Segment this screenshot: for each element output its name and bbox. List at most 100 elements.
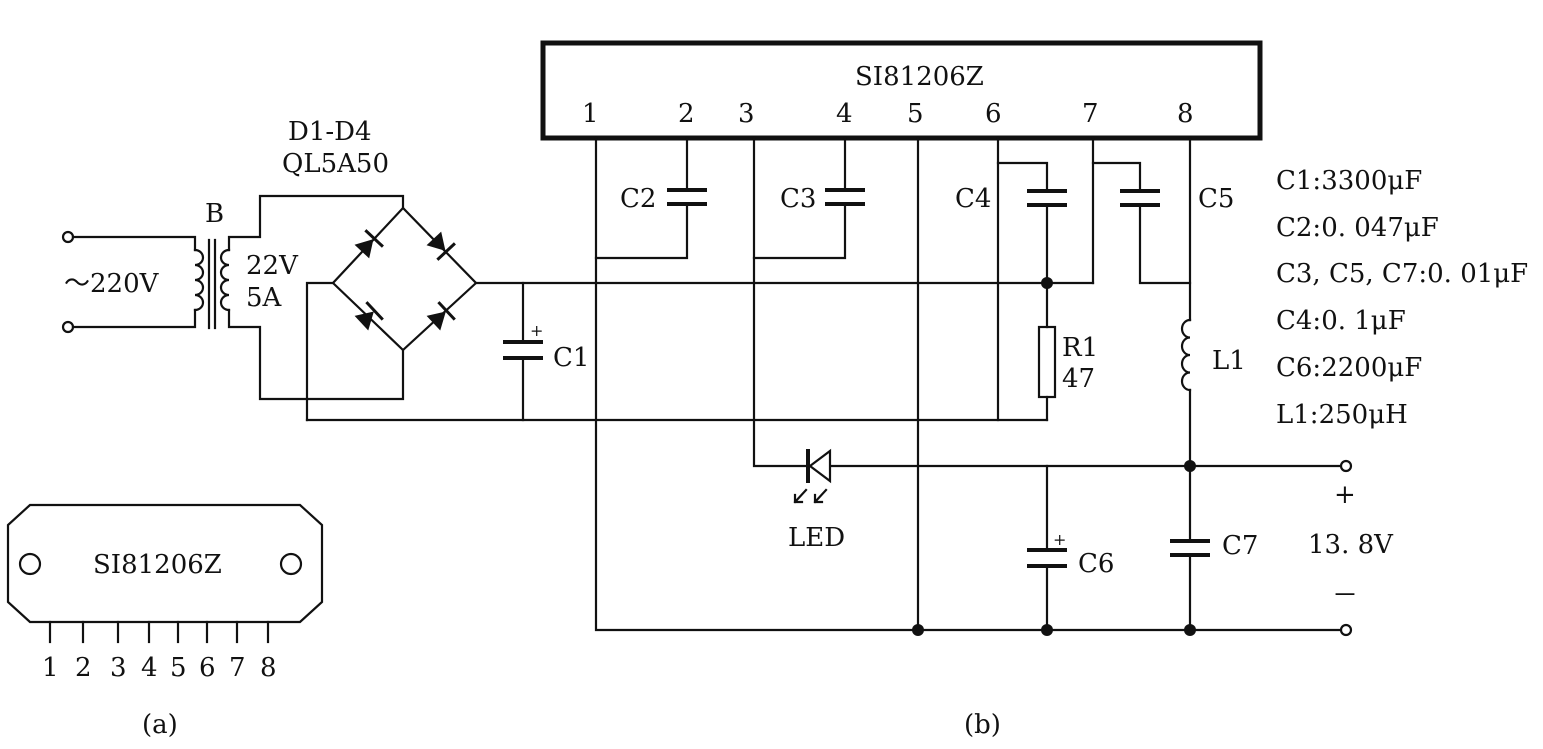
bridge-label: D1-D4 <box>288 117 372 147</box>
ic-name: SI81206Z <box>855 62 984 92</box>
output-plus: + <box>1334 480 1356 510</box>
r1-name: R1 <box>1062 333 1098 363</box>
package-pin-7: 7 <box>229 653 246 683</box>
package-mount-hole-right <box>279 552 303 576</box>
pin1-ground-line <box>594 136 1192 632</box>
r1-value: 47 <box>1062 364 1095 394</box>
secondary-voltage-label: 22V <box>246 251 299 281</box>
component-specs: C1:3300μF C2:0. 047μF C3, C5, C7:0. 01μF… <box>1276 166 1528 430</box>
ic-pin-5: 5 <box>907 99 924 129</box>
package-body <box>6 503 324 624</box>
package-leads <box>48 620 270 644</box>
ic-pin-6: 6 <box>985 99 1002 129</box>
input-terminal-top <box>61 230 75 244</box>
package-pin-8: 8 <box>260 653 277 683</box>
capacitor-c1: + <box>503 321 543 360</box>
package-pin-4: 4 <box>141 653 158 683</box>
bridge-negative-wire <box>305 281 335 422</box>
package-pin-6: 6 <box>199 653 216 683</box>
primary-voltage-label: ～220V <box>64 269 160 299</box>
l1-coil <box>1180 318 1192 392</box>
l1-label: L1 <box>1212 346 1246 376</box>
package-outline: SI81206Z 1 2 3 4 5 6 7 8 <box>6 503 324 683</box>
transformer-label: B <box>205 199 224 229</box>
package-pin-3: 3 <box>110 653 127 683</box>
ic-pin-1: 1 <box>582 99 599 129</box>
output-terminals: + 13. 8V － <box>1308 459 1394 637</box>
c5-label: C5 <box>1198 184 1234 214</box>
bridge-rectifier: D1-D4 QL5A50 <box>282 117 478 422</box>
output-voltage: 13. 8V <box>1308 530 1394 560</box>
pin6-to-c4 <box>996 161 1049 192</box>
output-terminal-negative <box>1339 623 1353 637</box>
inductor-l1: L1 <box>1180 318 1246 392</box>
input-terminal-bottom <box>61 320 75 334</box>
ic-pin-4: 4 <box>836 99 853 129</box>
output-minus: － <box>1332 581 1358 611</box>
c3-label: C3 <box>780 184 816 214</box>
ic-pin-8: 8 <box>1177 99 1194 129</box>
led-label: LED <box>788 523 845 553</box>
ic-pin-3: 3 <box>738 99 755 129</box>
capacitor-c5 <box>1120 189 1160 207</box>
junction-output-positive <box>1184 460 1196 472</box>
led: LED <box>788 448 845 553</box>
c1-label: C1 <box>553 343 589 373</box>
c1-plus: + <box>530 321 543 340</box>
package-mount-hole-left <box>18 552 42 576</box>
caption-a: (a) <box>142 710 178 740</box>
capacitor-c2 <box>667 188 707 206</box>
diode-d1 <box>354 229 384 259</box>
c6-plus: + <box>1053 530 1066 549</box>
output-terminal-positive <box>1339 459 1353 473</box>
diode-d3 <box>354 301 384 331</box>
c3-to-pin3 <box>752 202 847 260</box>
capacitor-c3 <box>825 188 865 206</box>
primary-coil <box>193 248 205 312</box>
ic-pin-7: 7 <box>1082 99 1099 129</box>
junction-c7-ground <box>1184 624 1196 636</box>
secondary-coil <box>219 248 231 312</box>
transformer: B ～220V 22V 5A <box>61 194 405 401</box>
ic-pin-2: 2 <box>678 99 695 129</box>
secondary-current-label: 5A <box>246 283 283 313</box>
led-triangle <box>808 448 832 484</box>
c7-label: C7 <box>1222 531 1258 561</box>
primary-wire-bottom <box>71 308 197 329</box>
spec-c6: C6:2200μF <box>1276 353 1422 383</box>
spec-c4: C4:0. 1μF <box>1276 306 1406 336</box>
capacitor-c7 <box>1170 539 1210 557</box>
pin3-to-led <box>752 136 808 468</box>
c2-label: C2 <box>620 184 656 214</box>
c2-to-pin1 <box>594 202 689 260</box>
diode-d4 <box>426 301 456 331</box>
spec-l1: L1:250μH <box>1276 400 1408 430</box>
diode-d2 <box>426 231 456 261</box>
c5-to-pin8 <box>1138 203 1192 285</box>
capacitor-c6: + <box>1027 530 1067 568</box>
bridge-part: QL5A50 <box>282 149 389 179</box>
main-wiring <box>305 136 1342 632</box>
junctions <box>912 277 1196 636</box>
junction-r1-top <box>1041 277 1053 289</box>
primary-wire-top <box>71 235 197 252</box>
caption-b: (b) <box>964 710 1001 740</box>
spec-c2: C2:0. 047μF <box>1276 213 1439 243</box>
pin7-to-c5 <box>1091 161 1142 192</box>
junction-c6-ground <box>1041 624 1053 636</box>
ic-body <box>540 40 1263 141</box>
led-arrow-2 <box>813 488 828 504</box>
package-pin-1: 1 <box>42 653 59 683</box>
c4-label: C4 <box>955 184 991 214</box>
led-arrow-1 <box>793 488 808 504</box>
junction-pin5-ground <box>912 624 924 636</box>
spec-c1: C1:3300μF <box>1276 166 1422 196</box>
package-pin-2: 2 <box>75 653 92 683</box>
secondary-wire-top <box>227 194 405 252</box>
secondary-wire-bottom <box>227 308 405 401</box>
package-name: SI81206Z <box>93 550 222 580</box>
capacitors: + C1 C2 C3 C4 C5 + C6 <box>503 184 1258 579</box>
package-pin-5: 5 <box>170 653 187 683</box>
